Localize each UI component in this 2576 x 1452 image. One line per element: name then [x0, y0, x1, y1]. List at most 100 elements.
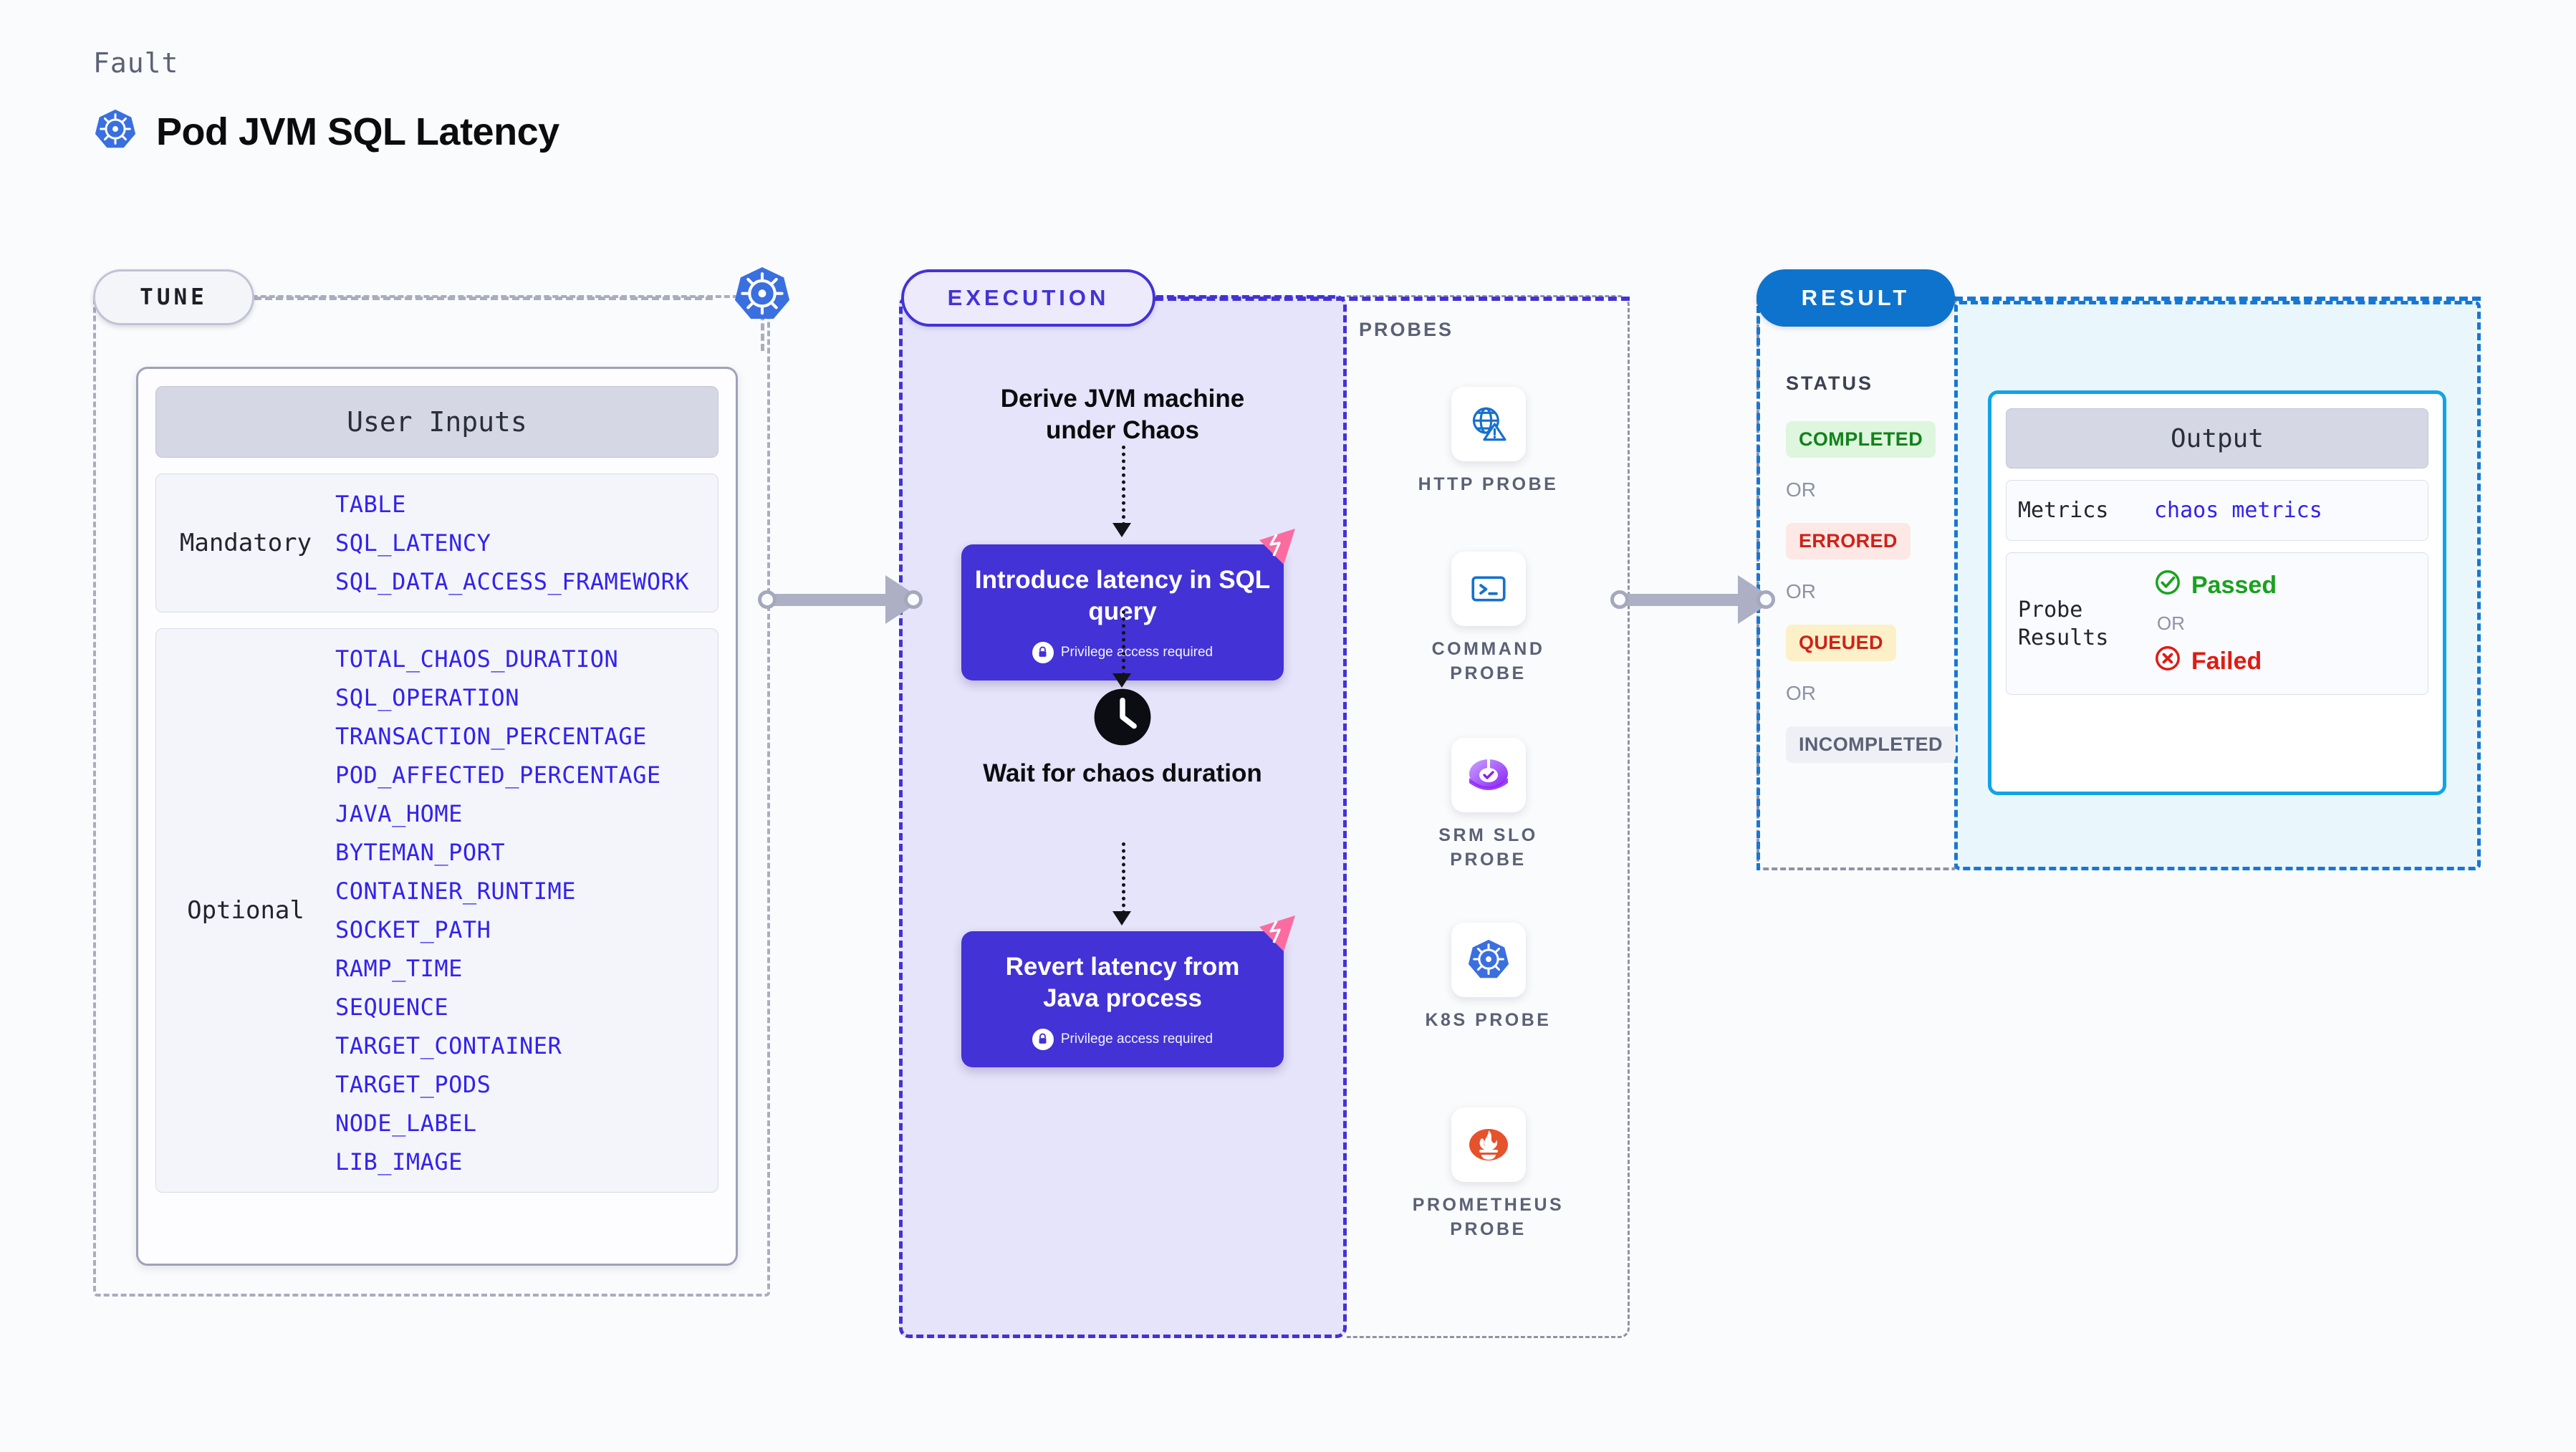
chaos-corner-icon	[1255, 527, 1299, 569]
flow-arrowhead	[1112, 911, 1131, 925]
probe-result-passed-label: Passed	[2191, 572, 2277, 599]
flow-connector-line	[1122, 446, 1125, 526]
flow-arrowhead	[1112, 673, 1131, 688]
or-label: OR	[1786, 479, 1816, 501]
check-circle-icon	[2154, 569, 2181, 602]
probe-item-command[interactable]: COMMAND PROBE	[1415, 552, 1562, 686]
flow-arrow-tune-to-execution	[758, 575, 923, 624]
probe-result-failed-label: Failed	[2191, 648, 2262, 675]
param-item[interactable]: SQL_DATA_ACCESS_FRAMEWORK	[335, 568, 690, 595]
kubernetes-icon	[1451, 923, 1526, 997]
output-probe-results-key: Probe Results	[2018, 597, 2109, 650]
chaos-corner-icon	[1255, 914, 1299, 956]
param-item[interactable]: CONTAINER_RUNTIME	[335, 878, 577, 905]
globe-warning-icon	[1451, 387, 1526, 461]
param-item[interactable]: SOCKET_PATH	[335, 916, 491, 943]
probe-results-values: Passed OR Failed	[2154, 569, 2277, 678]
flow-arrow-execution-to-result	[1610, 575, 1775, 624]
param-item[interactable]: TABLE	[335, 491, 406, 518]
param-list: TOTAL_CHAOS_DURATION SQL_OPERATION TRANS…	[335, 648, 661, 1173]
clock-icon	[1092, 686, 1153, 748]
param-item[interactable]: TRANSACTION_PERCENTAGE	[335, 723, 647, 750]
stage-badge-result[interactable]: RESULT	[1756, 269, 1955, 327]
or-label: OR	[1786, 682, 1816, 704]
x-circle-icon	[2154, 645, 2181, 678]
privilege-note-text: Privilege access required	[1060, 644, 1213, 660]
stage-badge-execution[interactable]: EXECUTION	[901, 269, 1155, 327]
or-label: OR	[1786, 580, 1816, 602]
execution-connector-line	[1155, 297, 1630, 301]
probe-label: SRM SLO PROBE	[1438, 825, 1538, 870]
probe-item-srm-slo[interactable]: SRM SLO PROBE	[1415, 738, 1562, 872]
status-badge-incompleted: INCOMPLETED	[1786, 726, 1956, 763]
output-metrics-value[interactable]: chaos metrics	[2154, 498, 2322, 523]
probe-label: HTTP PROBE	[1418, 474, 1559, 494]
connector-dot	[904, 590, 923, 609]
connector-dot	[1610, 590, 1629, 609]
param-item[interactable]: LIB_IMAGE	[335, 1148, 463, 1175]
probe-result-failed: Failed	[2154, 645, 2277, 678]
param-item[interactable]: BYTEMAN_PORT	[335, 839, 506, 866]
user-inputs-card: User Inputs Mandatory TABLE SQL_LATENCY …	[136, 367, 738, 1266]
param-group-optional: Optional TOTAL_CHAOS_DURATION SQL_OPERAT…	[155, 628, 719, 1193]
srm-slo-icon	[1451, 738, 1526, 812]
output-card: Output Metrics chaos metrics Probe Resul…	[1988, 390, 2446, 795]
tune-connector-line	[254, 297, 713, 300]
connector-dot	[758, 590, 777, 609]
param-group-label: Mandatory	[179, 529, 312, 557]
fault-eyebrow-label: Fault	[93, 47, 179, 79]
execution-step-wait: Wait for chaos duration	[983, 759, 1262, 787]
connector-bar	[772, 593, 890, 606]
lock-icon	[1032, 1028, 1054, 1050]
status-badge-queued: QUEUED	[1786, 625, 1896, 661]
param-item[interactable]: TARGET_PODS	[335, 1071, 491, 1098]
kubernetes-icon	[93, 107, 138, 155]
probe-label: K8S PROBE	[1425, 1010, 1552, 1030]
flow-arrowhead	[1112, 523, 1131, 537]
privilege-note-text: Privilege access required	[1060, 1031, 1213, 1047]
param-item[interactable]: SEQUENCE	[335, 994, 449, 1021]
param-item[interactable]: TARGET_CONTAINER	[335, 1032, 562, 1059]
connector-bar	[1625, 593, 1742, 606]
prometheus-icon	[1451, 1107, 1526, 1182]
execution-card-revert-latency[interactable]: Revert latency from Java process Privile…	[961, 915, 1295, 1067]
flow-connector-line	[1122, 610, 1125, 676]
execution-card-title: Revert latency from Java process	[1005, 953, 1240, 1012]
output-row-probe-results: Probe Results Passed OR	[2006, 552, 2428, 695]
user-inputs-title: User Inputs	[155, 386, 719, 458]
or-label: OR	[2157, 612, 2185, 634]
param-item[interactable]: SQL_OPERATION	[335, 684, 519, 711]
terminal-icon	[1451, 552, 1526, 626]
kubernetes-icon	[732, 264, 792, 324]
param-item[interactable]: JAVA_HOME	[335, 800, 463, 827]
param-item[interactable]: TOTAL_CHAOS_DURATION	[335, 645, 619, 673]
privilege-note: Privilege access required	[974, 641, 1271, 663]
probes-heading: PROBES	[1359, 319, 1454, 340]
privilege-note: Privilege access required	[974, 1028, 1271, 1050]
probe-label: PROMETHEUS PROBE	[1412, 1195, 1565, 1239]
param-item[interactable]: SQL_LATENCY	[335, 529, 491, 557]
probe-label: COMMAND PROBE	[1431, 639, 1545, 683]
lock-icon	[1032, 641, 1054, 663]
param-list: TABLE SQL_LATENCY SQL_DATA_ACCESS_FRAMEW…	[335, 493, 689, 593]
status-badge-errored: ERRORED	[1786, 523, 1911, 559]
execution-flow: Derive JVM machine under Chaos Introduce…	[899, 295, 1347, 1338]
status-badge-completed: COMPLETED	[1786, 421, 1936, 458]
param-item[interactable]: RAMP_TIME	[335, 955, 463, 982]
output-metrics-key: Metrics	[2018, 498, 2109, 523]
output-title: Output	[2006, 408, 2428, 468]
probe-item-http[interactable]: HTTP PROBE	[1415, 387, 1562, 497]
flow-connector-line	[1122, 842, 1125, 914]
probe-item-prometheus[interactable]: PROMETHEUS PROBE	[1412, 1107, 1565, 1242]
page-header: Fault Pod JVM SQL Latency	[93, 47, 559, 155]
probe-result-passed: Passed	[2154, 569, 2277, 602]
page-title: Pod JVM SQL Latency	[156, 110, 559, 153]
status-heading: STATUS	[1786, 372, 1873, 394]
param-item[interactable]: POD_AFFECTED_PERCENTAGE	[335, 761, 661, 789]
probe-item-k8s[interactable]: K8S PROBE	[1415, 923, 1562, 1033]
stage-badge-tune[interactable]: TUNE	[93, 269, 254, 325]
result-connector-line	[1954, 297, 2481, 301]
param-item[interactable]: NODE_LABEL	[335, 1110, 477, 1137]
connector-dot	[1756, 590, 1775, 609]
param-group-mandatory: Mandatory TABLE SQL_LATENCY SQL_DATA_ACC…	[155, 473, 719, 612]
